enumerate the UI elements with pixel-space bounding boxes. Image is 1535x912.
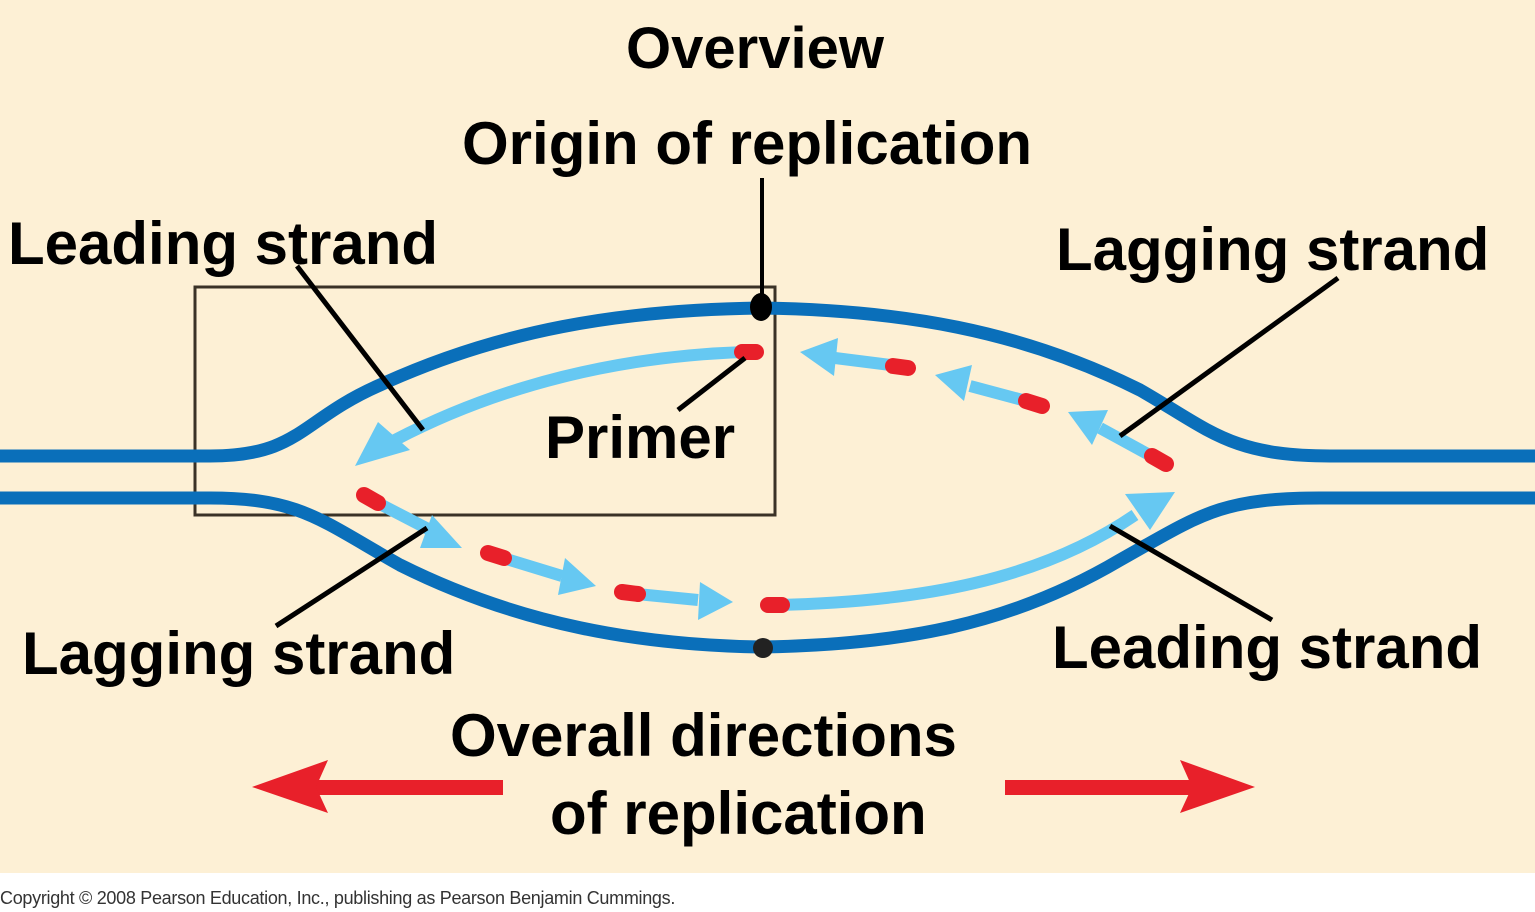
leading-strand-bottom-right-arrowhead [1125, 492, 1175, 530]
diagram-title: Overview [626, 16, 884, 81]
label-lagging-strand-top-right: Lagging strand [1056, 216, 1490, 283]
leader-line-lagging-bottom-left [274, 525, 429, 629]
label-directions-line2: of replication [550, 780, 927, 847]
label-primer: Primer [545, 404, 736, 471]
label-leading-strand-bottom-right: Leading strand [1052, 614, 1483, 681]
okazaki-fragment [800, 338, 916, 376]
origin-dot-bottom [753, 638, 773, 658]
label-directions-line1: Overall directions [450, 702, 957, 769]
okazaki-fragment [1068, 410, 1174, 472]
label-lagging-strand-bottom-left: Lagging strand [22, 620, 456, 687]
leader-line-lagging-top-right [1118, 275, 1340, 439]
okazaki-fragment [480, 545, 596, 595]
okazaki-fragment [935, 365, 1050, 414]
okazaki-fragment [614, 582, 733, 620]
leading-strand-bottom-right [774, 510, 1139, 611]
leader-line-leading-bottom-right [1108, 523, 1274, 623]
replication-bubble-diagram [0, 178, 1535, 813]
direction-arrow-right [1005, 760, 1255, 813]
okazaki-fragment [356, 487, 462, 548]
overview-box [193, 285, 777, 517]
parental-strand-top [0, 301, 1535, 463]
origin-dot-top [750, 293, 772, 321]
label-leading-strand-top-left: Leading strand [8, 210, 439, 277]
direction-arrow-left [252, 760, 503, 813]
leading-strand-top-left-arrowhead [355, 422, 410, 466]
leading-strand-top-left [392, 346, 746, 446]
copyright-notice: Copyright © 2008 Pearson Education, Inc.… [0, 888, 676, 908]
diagram-background [0, 0, 1535, 873]
label-origin-of-replication: Origin of replication [462, 110, 1033, 177]
leader-line-primer [676, 356, 747, 412]
leader-line-leading-top-left [295, 264, 425, 432]
